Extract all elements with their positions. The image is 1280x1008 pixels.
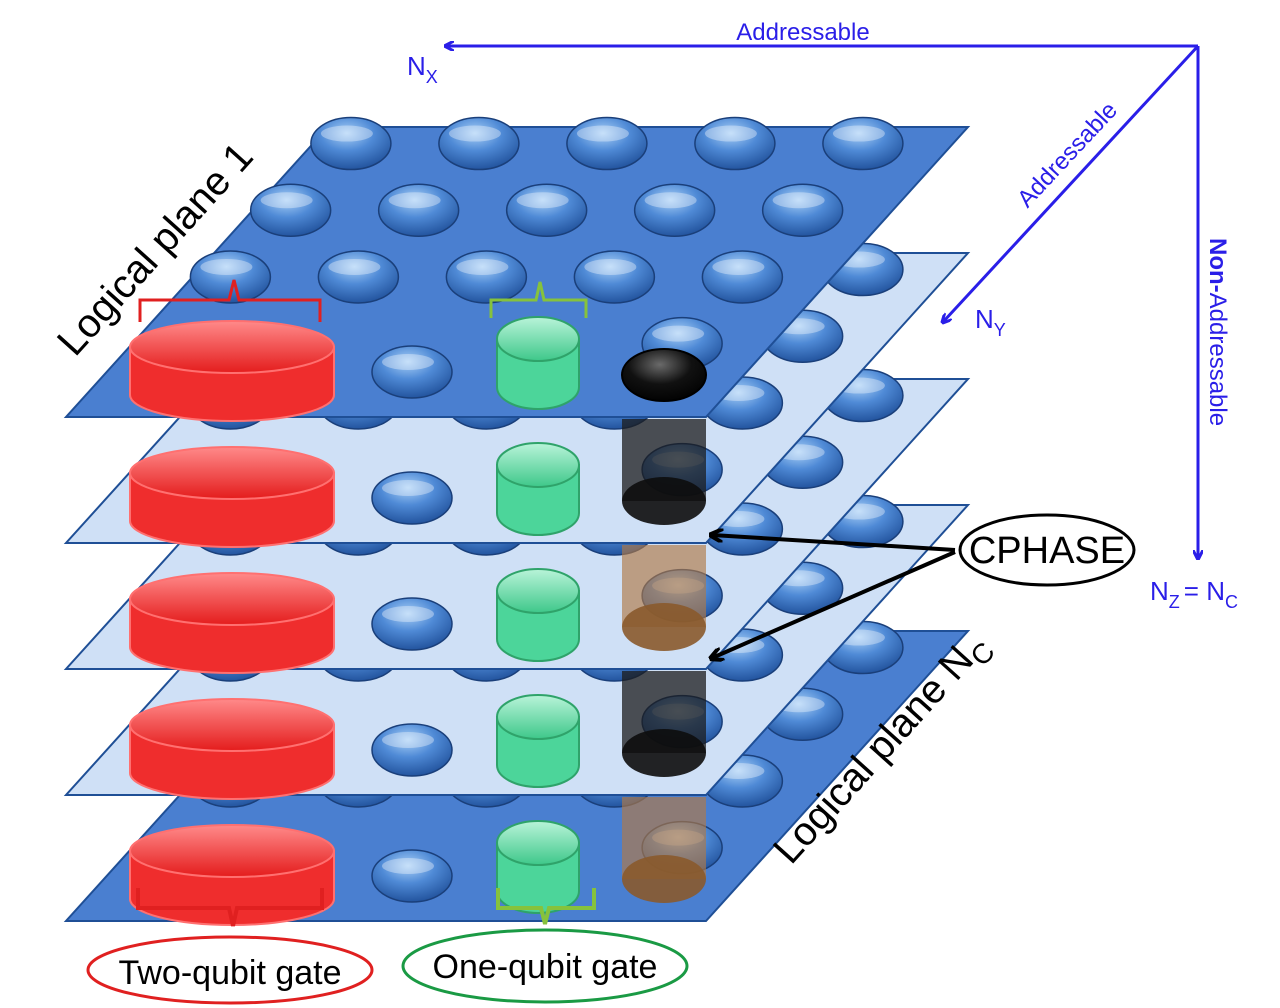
one-qubit-gate-top [496, 568, 580, 614]
qubit-highlight [320, 125, 373, 142]
x-direction-label: Addressable [736, 19, 869, 46]
cphase-label: CPHASE [969, 530, 1125, 572]
gate-brackets [136, 279, 596, 927]
two-qubit-gate-top [129, 824, 335, 878]
qubit [310, 116, 392, 171]
y-axis-label: NY [975, 304, 1006, 340]
qubit [505, 183, 588, 237]
one-qubit-gate-ellipse [401, 928, 689, 1004]
z-axis-label: NZ= NC [1150, 576, 1238, 612]
one-qubit-gate [496, 820, 580, 914]
cphase-column-base [622, 603, 706, 651]
qubit [377, 183, 460, 237]
qubit [633, 183, 716, 237]
logical-plane-1 [63, 116, 971, 422]
qubit-highlight [448, 125, 501, 142]
cphase-qubit [621, 348, 707, 402]
qubit [371, 723, 453, 777]
one-qubit-gate-top [496, 316, 580, 362]
one-qubit-gate [496, 442, 580, 536]
qubit-highlight [576, 125, 629, 142]
qubit-highlight [260, 192, 313, 209]
one-qubit-bracket-bottom [496, 888, 596, 925]
legend: Two-qubit gate One-qubit gate [86, 928, 689, 1005]
qubit [694, 116, 776, 171]
cphase-arrow-upper [712, 535, 956, 552]
two-qubit-gate-top [129, 572, 335, 626]
cphase-arrow-lower [712, 550, 956, 658]
qubit-highlight [772, 192, 825, 209]
one-qubit-bracket-top [489, 281, 588, 318]
qubit-highlight [712, 258, 765, 275]
qubit-highlight [704, 125, 757, 142]
two-qubit-gate [129, 446, 335, 548]
one-qubit-gate-top [496, 820, 580, 866]
z-direction-label: Non-Addressable [1204, 238, 1231, 426]
cphase-column-base [622, 477, 706, 525]
qubit [573, 250, 656, 304]
qubit-highlight [644, 192, 697, 209]
qubit-highlight [456, 258, 509, 275]
qubit-highlight [200, 258, 253, 275]
qubit-highlight [382, 480, 434, 496]
two-qubit-gate [129, 320, 335, 422]
qubit [438, 116, 520, 171]
logical-planes [63, 116, 971, 926]
qubit-highlight [382, 354, 434, 370]
qubit [761, 183, 844, 237]
two-qubit-gate [129, 572, 335, 674]
two-qubit-gate-label: Two-qubit gate [118, 954, 341, 992]
qubit [371, 471, 453, 525]
qubit-highlight [652, 325, 705, 342]
one-qubit-gate [496, 316, 580, 410]
qubit [249, 183, 332, 237]
cphase-column-base [622, 729, 706, 777]
cphase-column-base [622, 855, 706, 903]
two-qubit-bracket-top [138, 279, 322, 322]
two-qubit-bracket-bottom [136, 888, 324, 927]
y-direction-label: Addressable [1012, 97, 1123, 213]
qubit [189, 250, 272, 304]
one-qubit-gate-top [496, 442, 580, 488]
one-qubit-gate [496, 568, 580, 662]
two-qubit-gate-top [129, 446, 335, 500]
qubit [822, 116, 904, 171]
cphase-callout: CPHASE [712, 513, 1136, 658]
y-axis-arrow [943, 44, 1200, 322]
qubit-highlight [516, 192, 569, 209]
qubit [566, 116, 648, 171]
qubit-highlight [382, 732, 434, 748]
one-qubit-gate [496, 694, 580, 788]
one-qubit-gate-label: One-qubit gate [433, 948, 658, 986]
one-qubit-gate-top [496, 694, 580, 740]
x-axis-label: NX [407, 51, 438, 87]
two-qubit-gate-top [129, 320, 335, 374]
qubit [445, 250, 528, 304]
qubit [701, 250, 784, 304]
two-qubit-gate-ellipse [86, 935, 374, 1005]
qubit [371, 345, 453, 399]
qubit-highlight [382, 858, 434, 874]
two-qubit-gate [129, 698, 335, 800]
qubit-highlight [832, 125, 885, 142]
qubit-highlight [388, 192, 441, 209]
qubit [317, 250, 400, 304]
qubit [371, 597, 453, 651]
qubit-highlight [328, 258, 381, 275]
qubit-highlight [584, 258, 637, 275]
qubit [371, 849, 453, 903]
cphase-ellipse [958, 513, 1136, 587]
two-qubit-gate-top [129, 698, 335, 752]
qubit-highlight [382, 606, 434, 622]
